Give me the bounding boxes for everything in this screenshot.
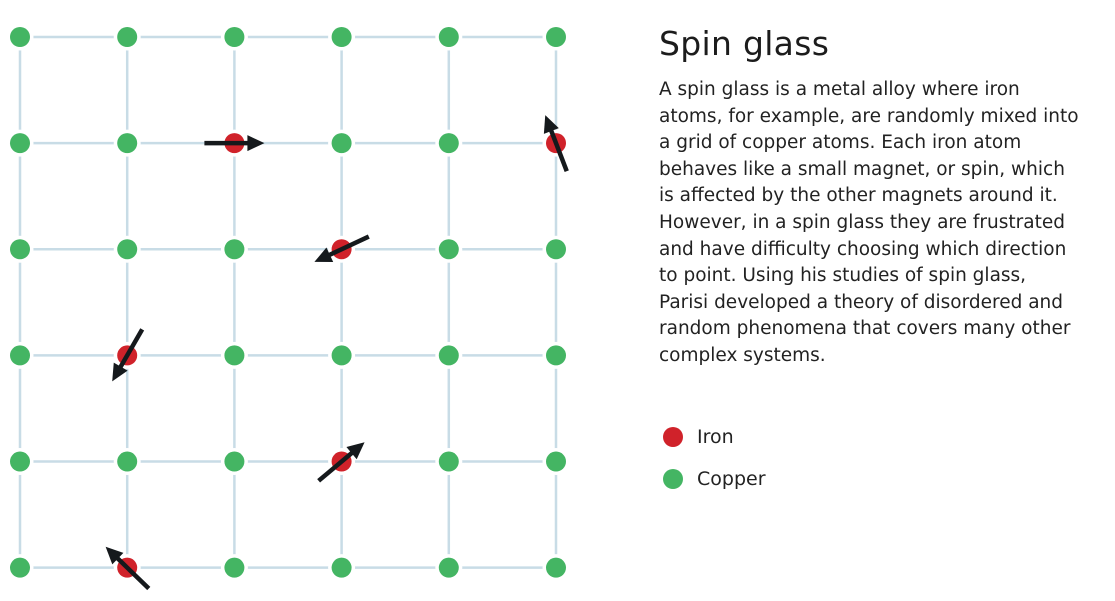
arrow-shaft	[317, 449, 356, 483]
legend-label: Iron	[697, 425, 734, 448]
copper-atom	[224, 557, 245, 578]
legend-label: Copper	[697, 467, 766, 490]
copper-atom	[331, 557, 352, 578]
copper-atom	[10, 239, 30, 260]
description-line: atoms, for example, are randomly mixed i…	[659, 105, 1079, 127]
copper-atom	[224, 345, 245, 366]
arrow-shaft	[548, 127, 569, 172]
description-line: A spin glass is a metal alloy where iron	[659, 79, 1020, 100]
copper-dot-icon	[663, 468, 683, 489]
copper-atom	[546, 345, 566, 366]
copper-atom	[117, 27, 138, 47]
arrow-head-icon	[247, 135, 265, 152]
copper-atom	[438, 557, 459, 578]
copper-atom	[117, 133, 138, 154]
arrow-head-icon	[543, 115, 559, 134]
copper-atom	[224, 239, 245, 260]
spin-arrow	[112, 328, 145, 382]
copper-atom	[10, 345, 30, 366]
arrow-head-icon	[346, 442, 365, 460]
copper-atom	[10, 451, 30, 472]
spin-arrow	[314, 234, 370, 263]
copper-atom	[117, 451, 138, 472]
copper-atom	[10, 27, 30, 47]
arrow-shaft	[117, 328, 145, 371]
description: A spin glass is a metal alloy where iron…	[659, 77, 1109, 370]
copper-atom	[546, 557, 566, 578]
description-line: a grid of copper atoms. Each iron atom	[659, 132, 1022, 154]
legend-item-copper: Copper	[659, 458, 1109, 500]
arrow-head-icon	[112, 362, 128, 382]
arrow-head-icon	[105, 546, 124, 565]
legend-item-iron: Iron	[659, 416, 1109, 458]
copper-atom	[546, 239, 566, 260]
description-line: and have difficulty choosing which direc…	[659, 238, 1067, 260]
copper-atom	[331, 345, 352, 366]
info-panel: Spin glass A spin glass is a metal alloy…	[659, 24, 1109, 500]
copper-atom	[224, 27, 245, 47]
spin-arrow	[204, 135, 265, 152]
spin-arrow	[105, 546, 151, 591]
legend: Iron Copper	[659, 416, 1109, 500]
spin-glass-lattice	[10, 27, 569, 591]
description-line: Parisi developed a theory of disordered …	[659, 291, 1064, 313]
copper-atom	[438, 345, 459, 366]
copper-atom	[224, 451, 245, 472]
arrow-shaft	[114, 554, 151, 591]
title: Spin glass	[659, 24, 830, 63]
copper-atom	[438, 239, 459, 260]
spin-arrow	[317, 442, 365, 483]
arrow-head-icon	[314, 247, 334, 263]
copper-atom	[546, 27, 566, 47]
description-line: behaves like a small magnet, or spin, wh…	[659, 158, 1065, 180]
description-line: is affected by the other magnets around …	[659, 185, 1058, 207]
description-line: random phenomena that covers many other	[659, 318, 1071, 340]
copper-atom	[331, 27, 352, 47]
copper-atom	[438, 451, 459, 472]
copper-atom	[10, 557, 30, 578]
copper-atom	[10, 133, 30, 154]
copper-atom	[438, 27, 459, 47]
description-line: However, in a spin glass they are frustr…	[659, 211, 1065, 233]
copper-atom	[438, 133, 459, 154]
description-line: complex systems.	[659, 344, 826, 366]
iron-dot-icon	[663, 426, 683, 447]
copper-atom	[546, 451, 566, 472]
spin-arrow	[543, 115, 569, 172]
copper-atom	[117, 239, 138, 260]
description-line: to point. Using his studies of spin glas…	[659, 265, 1027, 287]
copper-atom	[331, 133, 352, 154]
arrow-shaft	[326, 234, 370, 259]
